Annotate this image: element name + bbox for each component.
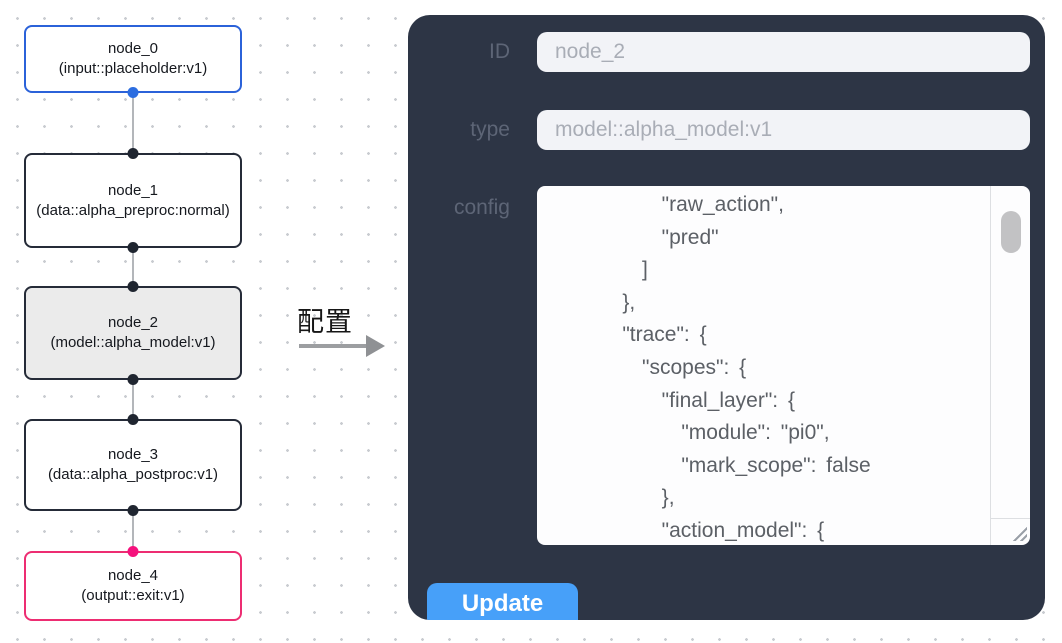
- scrollbar-corner-divider: [990, 518, 1030, 519]
- node-type: (input::placeholder:v1): [58, 60, 208, 77]
- type-input[interactable]: [537, 110, 1030, 150]
- config-json-text[interactable]: "raw_action", "pred" ] }, "trace": { "sc…: [622, 193, 871, 542]
- node-config-panel: ID type config "raw_action", "pred" ] },…: [408, 15, 1045, 620]
- id-input[interactable]: [537, 32, 1030, 72]
- edge-node2-node3[interactable]: [132, 380, 134, 419]
- node-node_2-selected[interactable]: node_2 (model::alpha_model:v1): [24, 281, 242, 385]
- source-handle-icon[interactable]: [127, 87, 139, 98]
- target-handle-icon[interactable]: [127, 546, 139, 557]
- source-handle-icon[interactable]: [127, 505, 139, 516]
- right-arrow-icon: [299, 344, 367, 348]
- right-arrow-head-icon: [366, 335, 385, 357]
- id-field-label: ID: [489, 40, 510, 63]
- update-button[interactable]: Update: [427, 583, 578, 620]
- source-handle-icon[interactable]: [127, 242, 139, 253]
- node-type: (model::alpha_model:v1): [50, 334, 216, 351]
- config-editor[interactable]: "raw_action", "pred" ] }, "trace": { "sc…: [537, 186, 1030, 545]
- target-handle-icon[interactable]: [127, 148, 139, 159]
- config-field-label: config: [453, 196, 510, 219]
- target-handle-icon[interactable]: [127, 414, 139, 425]
- node-node_0[interactable]: node_0 (input::placeholder:v1): [24, 25, 242, 98]
- node-title: node_0: [107, 40, 159, 57]
- id-field-row: ID: [408, 32, 1045, 72]
- edge-node0-node1[interactable]: [132, 93, 134, 153]
- node-type: (data::alpha_preproc:normal): [36, 201, 230, 219]
- scrollbar-thumb[interactable]: [1000, 211, 1021, 253]
- source-handle-icon[interactable]: [127, 374, 139, 385]
- node-node_1[interactable]: node_1 (data::alpha_preproc:normal): [24, 148, 242, 253]
- node-title: node_3: [107, 446, 159, 463]
- scrollbar-track[interactable]: [990, 186, 1030, 545]
- node-title: node_4: [107, 567, 159, 584]
- node-title: node_1: [107, 181, 159, 199]
- type-field-label: type: [470, 118, 510, 141]
- config-field-row: config "raw_action", "pred" ] }, "trace"…: [408, 186, 1045, 545]
- edge-node1-node2[interactable]: [132, 248, 134, 286]
- node-type: (data::alpha_postproc:v1): [47, 466, 219, 483]
- node-node_4[interactable]: node_4 (output::exit:v1): [24, 546, 242, 621]
- edge-node3-node4[interactable]: [132, 511, 134, 551]
- node-node_3[interactable]: node_3 (data::alpha_postproc:v1): [24, 414, 242, 516]
- type-field-row: type: [408, 110, 1045, 150]
- node-type: (output::exit:v1): [81, 587, 185, 604]
- node-title: node_2: [107, 314, 159, 331]
- configure-annotation-label: 配置: [297, 307, 353, 337]
- target-handle-icon[interactable]: [127, 281, 139, 292]
